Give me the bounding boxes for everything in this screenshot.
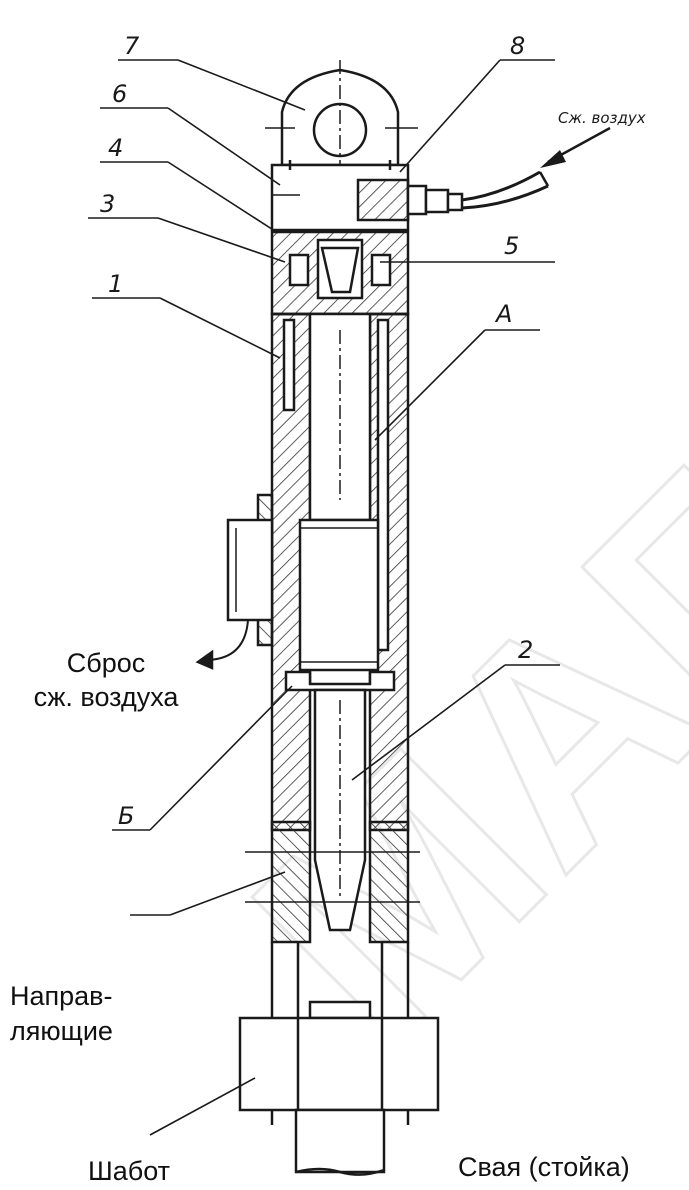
anvil	[238, 1000, 440, 1112]
guides	[245, 820, 420, 944]
callout-a: А	[494, 300, 512, 328]
exhaust-port	[195, 493, 274, 670]
callout-2: 2	[518, 636, 533, 664]
callout-1: 1	[108, 270, 123, 298]
pile	[294, 1108, 386, 1176]
anvil-label: Шабот	[88, 1156, 170, 1186]
air-inlet-arrow	[540, 126, 611, 168]
air-supply-label: Сж. воздух	[558, 109, 646, 127]
callout-7: 7	[124, 32, 140, 60]
callout-3: 3	[100, 190, 115, 218]
leader-lines	[88, 59, 560, 1136]
exhaust-label-line2: сж. воздуха	[34, 682, 180, 712]
ram	[298, 312, 380, 672]
callout-8: 8	[510, 32, 525, 60]
exhaust-label-line1: Сброс	[67, 648, 146, 678]
valve-assembly	[270, 230, 410, 316]
callout-5: 5	[504, 232, 519, 260]
pile-label: Свая (стойка)	[458, 1152, 630, 1182]
guides-label-line1: Направ-	[10, 981, 113, 1011]
guides-label-line2: ляющие	[10, 1016, 113, 1046]
callout-4: 4	[108, 134, 123, 162]
callout-b: Б	[118, 802, 134, 830]
striker	[284, 670, 396, 932]
callout-6: 6	[112, 80, 127, 108]
lifting-eye	[265, 60, 418, 185]
air-fitting	[356, 170, 550, 222]
